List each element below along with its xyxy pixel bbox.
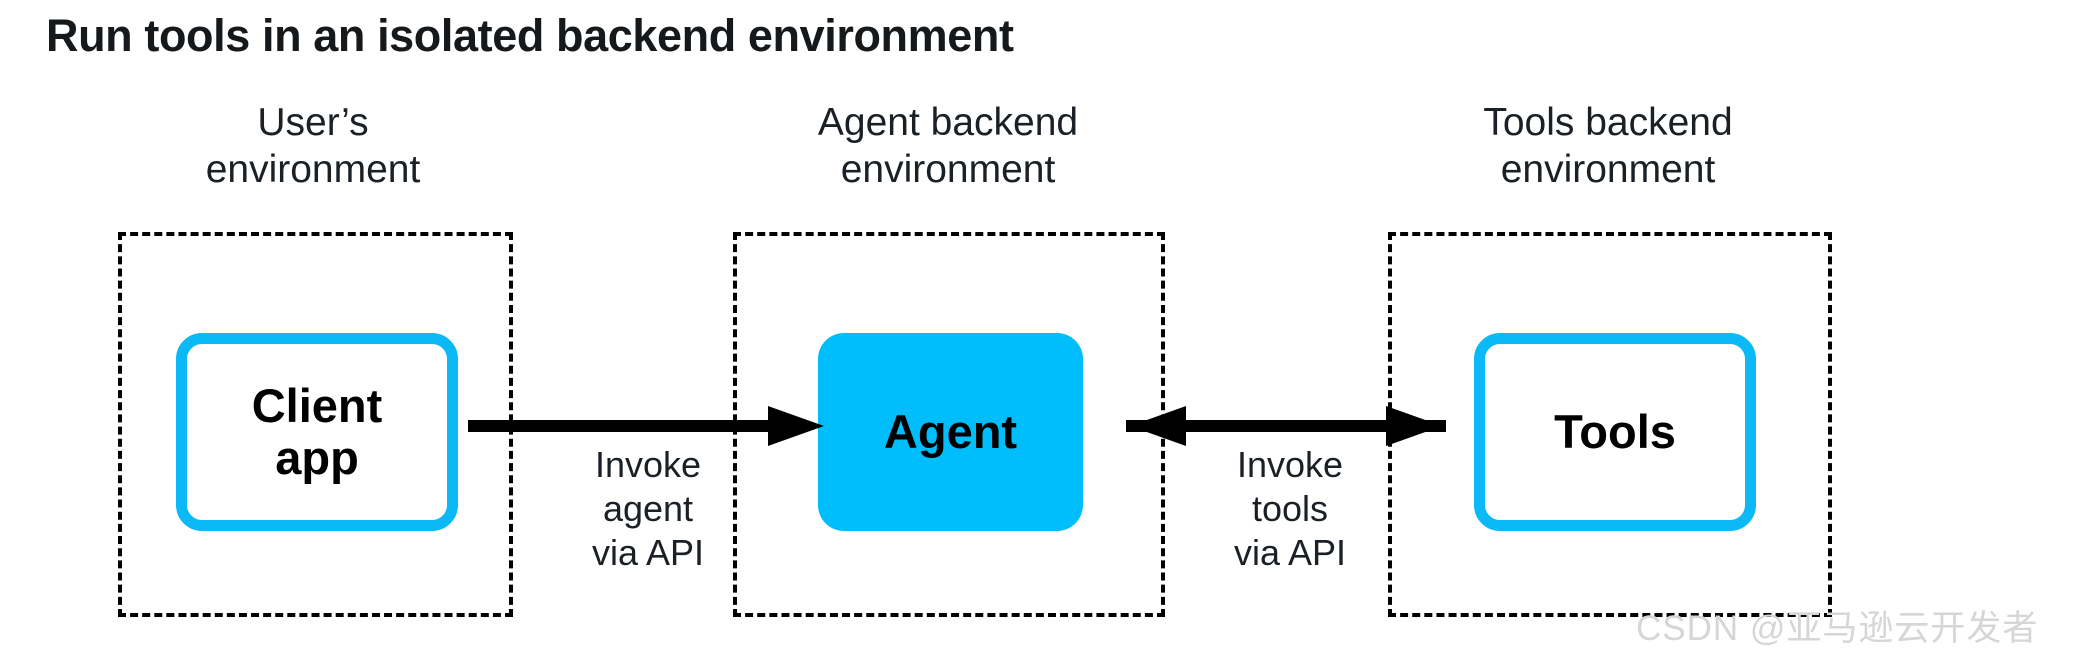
arrow-label-invoke-agent-line3: via API [591,531,705,573]
column-header-agent-line2: environment [840,147,1056,191]
arrow-agent-to-tools [1126,406,1446,446]
column-header-user-line2: environment [205,147,421,191]
arrow-client-to-agent [468,406,824,446]
column-header-tools: Tools backend environment [1393,100,1823,194]
node-client-app-line1: Client [251,379,383,433]
node-client-app-line2: app [275,431,359,484]
arrow-label-invoke-tools-line2: tools [1251,487,1329,529]
column-header-agent: Agent backend environment [733,100,1163,194]
arrow-label-invoke-tools-line1: Invoke [1236,444,1344,485]
column-header-agent-line1: Agent backend [817,101,1079,144]
column-header-user-line1: User’s [257,101,369,144]
node-tools[interactable]: Tools [1474,333,1756,531]
arrow-label-invoke-agent-line2: agent [602,487,694,529]
column-header-tools-line2: environment [1500,147,1716,191]
column-header-tools-line1: Tools backend [1483,101,1733,144]
node-client-app[interactable]: Client app [176,333,458,531]
page-title: Run tools in an isolated backend environ… [46,10,1014,61]
node-agent[interactable]: Agent [818,333,1083,531]
arrow-label-invoke-agent-line1: Invoke [594,444,702,485]
arrow-label-invoke-agent: Invoke agent via API [528,443,768,575]
column-header-user: User’s environment [98,100,528,194]
node-tools-line1: Tools [1554,405,1676,459]
node-agent-line1: Agent [883,405,1018,459]
arrow-label-invoke-tools: Invoke tools via API [1170,443,1410,575]
arrow-label-invoke-tools-line3: via API [1233,531,1347,573]
